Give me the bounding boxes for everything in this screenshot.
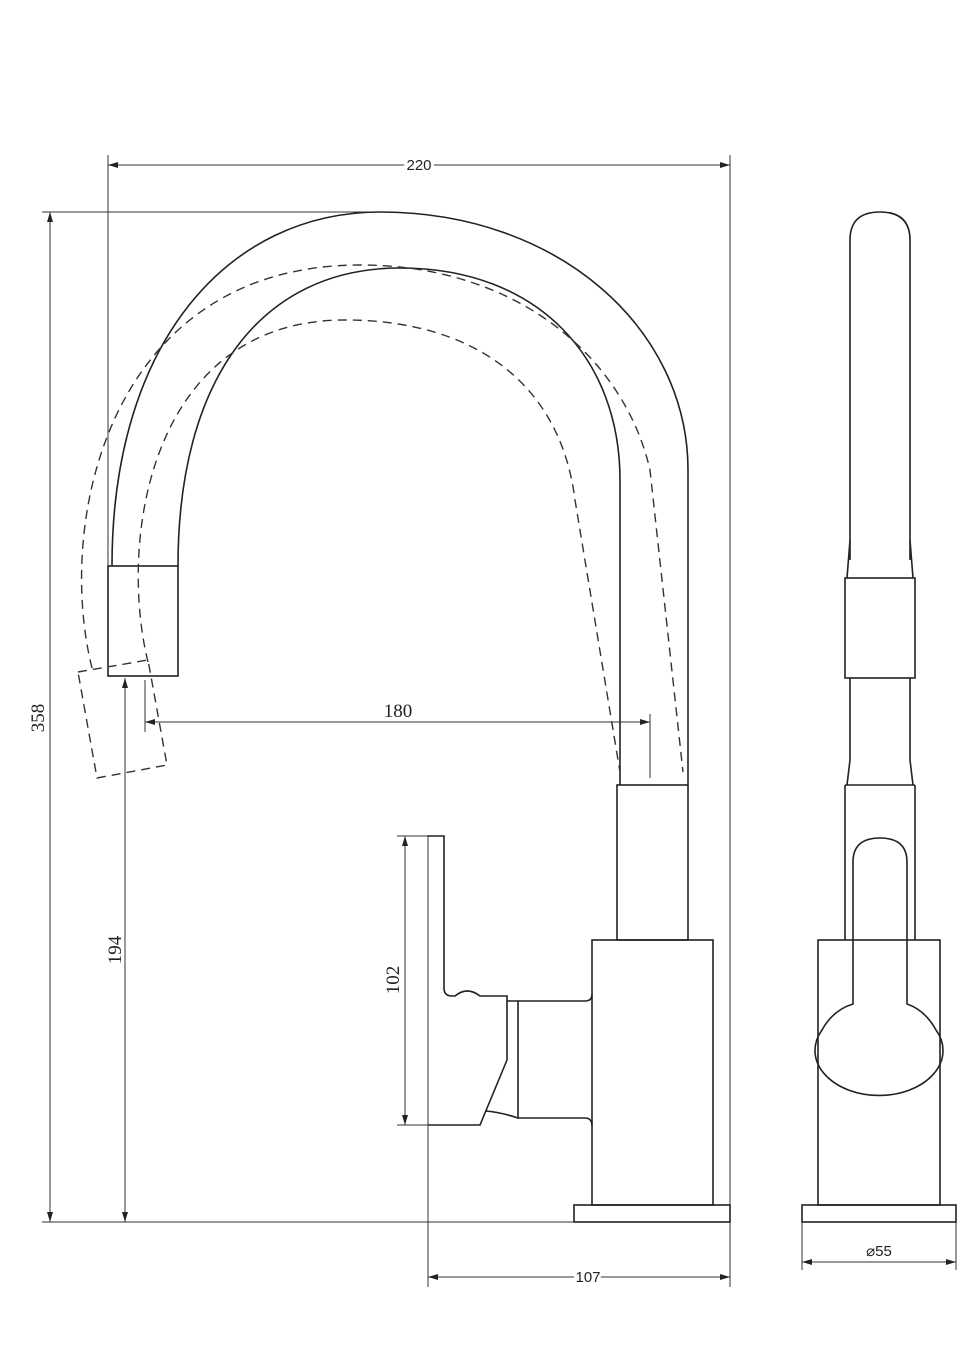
spout-inner: [177, 267, 621, 785]
body-front: [817, 939, 941, 1206]
base-front: [801, 1204, 957, 1223]
spray-head: [107, 565, 179, 677]
side-view: 220 358 180 194 102 107: [28, 154, 731, 1289]
spout-outer: [111, 211, 689, 785]
dim-label-depth: 107: [575, 1269, 600, 1286]
front-view: ⌀55: [801, 211, 957, 1270]
spray-head-front: [844, 577, 916, 679]
spray-head-alt: [77, 659, 168, 779]
handle-front: [814, 837, 944, 1097]
faucet-body: [591, 939, 714, 1206]
spout-alt-inner: [137, 319, 621, 773]
spout-front: [849, 211, 911, 560]
dim-label-clearance: 194: [105, 935, 126, 964]
dim-label-width: 220: [406, 157, 431, 174]
spout-stem: [616, 784, 689, 941]
base-plate: [573, 1204, 731, 1223]
body-connector-bottom: [518, 1117, 593, 1127]
dim-label-reach: 180: [384, 701, 413, 722]
dim-label-diameter: ⌀55: [866, 1243, 892, 1260]
lever-handle: [428, 835, 508, 1126]
dim-label-height: 358: [28, 704, 49, 733]
spout-taper: [846, 539, 914, 579]
stem-front: [844, 784, 916, 940]
body-connector-top: [518, 993, 593, 1002]
dim-label-handle: 102: [383, 966, 404, 995]
spout-alt-outer: [80, 264, 684, 773]
pipe-front: [846, 678, 914, 786]
